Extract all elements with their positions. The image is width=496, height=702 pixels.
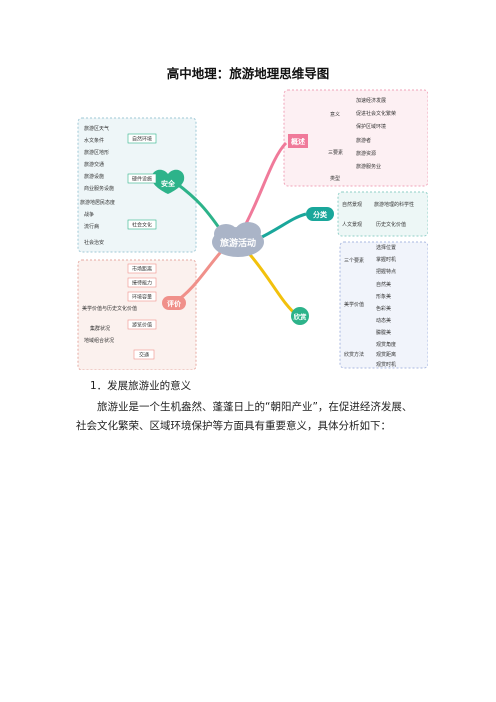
page-title: 高中地理：旅游地理思维导图 bbox=[166, 66, 330, 81]
appreciation-leaf: 朦胧美 bbox=[376, 329, 391, 336]
mind-map-figure: 旅游活动 安全 自然环境 硬件设施 社会文化 旅游区天气 水文条件 旅游区地形 … bbox=[76, 88, 429, 371]
overview-connector bbox=[239, 141, 288, 234]
classification-leaf: 历史文化价值 bbox=[376, 221, 406, 228]
appreciation-leaf: 掌握时机 bbox=[376, 256, 396, 263]
classification-leaf: 旅游地理的科学性 bbox=[374, 201, 414, 208]
appreciation-group: 美学价值 bbox=[344, 301, 364, 308]
evaluation-leaf: 集群状况 bbox=[90, 325, 110, 332]
overview-leaf: 旅游服务业 bbox=[356, 163, 381, 170]
appreciation-node: 欣赏 bbox=[291, 307, 309, 325]
classification-group: 人文景观 bbox=[342, 221, 362, 228]
evaluation-node: 评价 bbox=[162, 296, 186, 310]
appreciation-group: 欣赏方法 bbox=[344, 351, 364, 358]
evaluation-leaf: 美学价值与历史文化价值 bbox=[82, 305, 137, 312]
appreciation-leaf: 自然美 bbox=[376, 281, 391, 288]
overview-node: 概述 bbox=[288, 134, 308, 148]
evaluation-group: 交通 bbox=[139, 352, 149, 359]
classification-panel bbox=[337, 191, 429, 237]
appreciation-leaf: 色彩美 bbox=[376, 305, 391, 312]
safety-leaf: 水文条件 bbox=[84, 137, 104, 144]
safety-leaf: 旅游地居民态度 bbox=[80, 199, 115, 206]
appreciation-leaf: 观赏时机 bbox=[376, 361, 396, 368]
evaluation-label: 评价 bbox=[167, 300, 182, 308]
safety-leaf: 旅游区天气 bbox=[84, 125, 109, 132]
appreciation-leaf: 选择位置 bbox=[376, 244, 396, 251]
overview-label: 概述 bbox=[291, 137, 305, 146]
appreciation-leaf: 动态美 bbox=[376, 317, 391, 324]
overview-leaf: 保护区域环境 bbox=[356, 123, 386, 130]
overview-group: 意义 bbox=[330, 111, 340, 118]
evaluation-panel bbox=[77, 259, 197, 371]
safety-label: 安全 bbox=[161, 179, 176, 188]
overview-leaf: 旅游资源 bbox=[356, 150, 376, 157]
appreciation-leaf: 形象美 bbox=[376, 293, 391, 300]
safety-leaf: 战争 bbox=[84, 211, 94, 218]
safety-group-1: 自然环境 bbox=[132, 136, 152, 143]
mind-map-canvas: 旅游活动 安全 自然环境 硬件设施 社会文化 旅游区天气 水文条件 旅游区地形 … bbox=[77, 89, 429, 371]
overview-leaf: 促进社会文化繁荣 bbox=[356, 110, 396, 117]
safety-leaf: 旅游交通 bbox=[84, 161, 104, 168]
appreciation-label: 欣赏 bbox=[294, 312, 308, 321]
center-node: 旅游活动 bbox=[212, 222, 264, 257]
evaluation-group: 市场距离 bbox=[132, 266, 152, 273]
overview-panel bbox=[283, 89, 429, 187]
classification-label: 分类 bbox=[313, 210, 328, 219]
classification-node: 分类 bbox=[306, 207, 334, 221]
evaluation-group: 游览价值 bbox=[132, 322, 152, 329]
overview-group: 类型 bbox=[330, 175, 340, 182]
classification-connector bbox=[255, 212, 307, 242]
appreciation-leaf: 观赏角度 bbox=[376, 341, 396, 348]
appreciation-group: 三个要素 bbox=[344, 257, 364, 264]
safety-node: 安全 bbox=[151, 169, 185, 194]
evaluation-group: 接待能力 bbox=[132, 280, 152, 287]
classification-group: 自然景观 bbox=[342, 201, 362, 208]
appreciation-leaf: 把握特点 bbox=[376, 268, 396, 275]
safety-leaf: 旅游区地形 bbox=[84, 149, 109, 156]
safety-group-2: 硬件设施 bbox=[132, 176, 152, 183]
evaluation-group: 环境容量 bbox=[132, 294, 152, 301]
safety-leaf: 流行病 bbox=[84, 223, 99, 230]
appreciation-leaf: 观赏距离 bbox=[376, 351, 396, 358]
safety-group-3: 社会文化 bbox=[132, 222, 152, 229]
body-paragraph: 旅游业是一个生机盎然、蓬蓬日上的“朝阳产业”，在促进经济发展、社会文化繁荣、区域… bbox=[76, 401, 413, 432]
overview-leaf: 旅游者 bbox=[356, 137, 371, 144]
appreciation-connector bbox=[244, 249, 299, 318]
overview-leaf: 加速经济发展 bbox=[356, 97, 386, 104]
section-heading: 1．发展旅游业的意义 bbox=[90, 380, 192, 392]
evaluation-leaf: 地域组合状况 bbox=[84, 337, 114, 344]
overview-group: 三要素 bbox=[328, 149, 343, 156]
center-label: 旅游活动 bbox=[220, 237, 256, 249]
safety-leaf: 商业服务设施 bbox=[84, 185, 114, 192]
safety-leaf: 旅游设施 bbox=[84, 173, 104, 180]
safety-leaf: 社会治安 bbox=[84, 239, 104, 246]
safety-panel bbox=[77, 117, 197, 253]
